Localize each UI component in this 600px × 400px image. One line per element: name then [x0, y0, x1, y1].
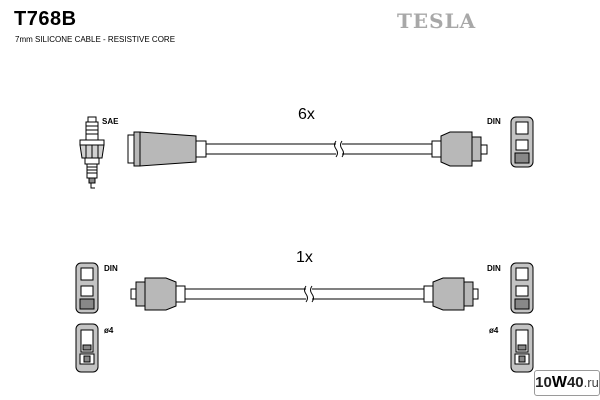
round-terminal-icon: [510, 323, 534, 373]
diameter-label-right: ø4: [489, 326, 499, 335]
right-boot-bottom: [423, 277, 479, 311]
cable-wire-bottom: [185, 285, 424, 303]
din-terminal-icon: [510, 262, 534, 314]
brand-logo: TESLA: [397, 9, 477, 33]
round-terminal-icon: [75, 323, 99, 373]
watermark-part-3: 40: [566, 374, 584, 391]
quantity-label-bottom: 1x: [296, 249, 313, 266]
product-subtitle: 7mm SILICONE CABLE - RESISTIVE CORE: [15, 35, 176, 44]
din-label-top: DIN: [487, 117, 501, 126]
cable-bottom: DIN 1x: [75, 249, 534, 373]
din-label-bottom-right: DIN: [487, 264, 501, 273]
right-boot: [431, 131, 488, 167]
din-terminal-icon: [75, 262, 99, 314]
left-boot-bottom: [130, 277, 186, 311]
cable-top: SAE 6x DIN: [79, 106, 534, 189]
watermark-part-4: .ru: [583, 375, 599, 390]
watermark-logo: 10W40.ru: [534, 370, 600, 396]
din-terminal-icon: [510, 116, 534, 168]
diameter-label-left: ø4: [104, 326, 114, 335]
spark-plug-icon: [79, 116, 105, 189]
watermark-part-1: 10: [535, 374, 552, 391]
cable-wire-top: [206, 140, 432, 158]
din-label-bottom-left: DIN: [104, 264, 118, 273]
sae-label: SAE: [102, 117, 119, 126]
quantity-label-top: 6x: [298, 106, 315, 123]
watermark-part-2: W: [551, 374, 567, 391]
left-boot: [127, 131, 207, 167]
product-code: T768B: [14, 8, 77, 30]
